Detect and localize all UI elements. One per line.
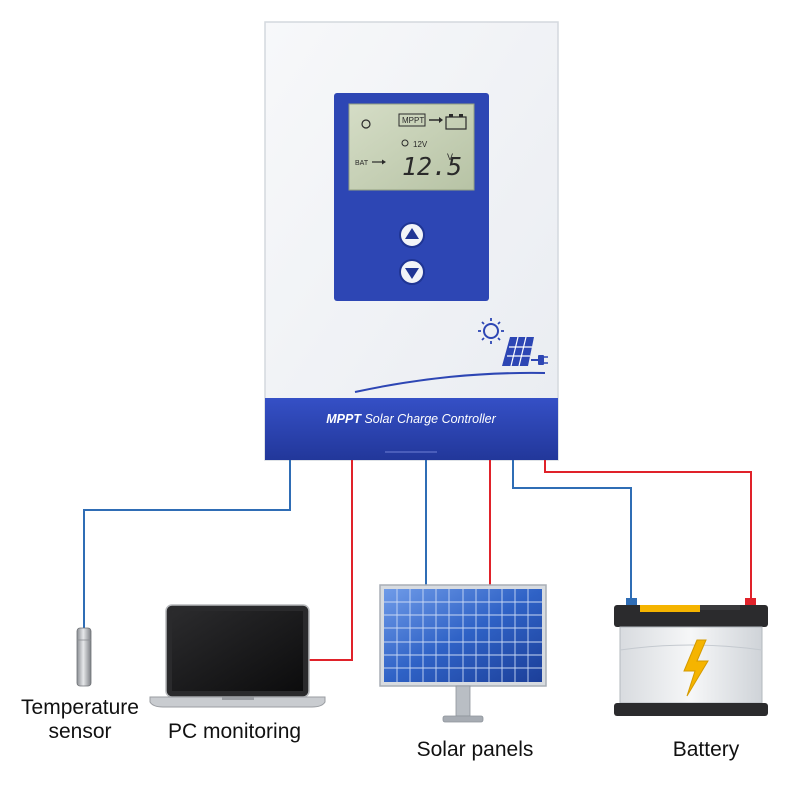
battery-icon <box>614 598 768 716</box>
label-temperature-sensor: Temperature sensor <box>21 696 139 743</box>
battery-positive-terminal <box>745 598 756 608</box>
lcd-unit: V <box>447 152 453 162</box>
lcd-system-voltage: 12V <box>413 140 428 149</box>
wire-pc <box>309 460 353 661</box>
wire-battery-negative <box>512 460 632 604</box>
down-button[interactable] <box>399 259 425 285</box>
lcd-mppt-label: MPPT <box>402 116 424 125</box>
lcd-bat-label: BAT <box>355 160 369 167</box>
solar-logo-icon <box>478 318 548 367</box>
lcd-voltage-reading: 12.5 <box>402 152 462 181</box>
decorative-swoosh <box>354 371 546 393</box>
wiring <box>83 460 752 661</box>
controller-title-band <box>265 398 558 460</box>
lcd-mppt-box <box>398 113 426 127</box>
label-pc-monitoring: PC monitoring <box>168 720 302 743</box>
label-battery: Battery <box>672 738 740 761</box>
lcd-load-icon <box>401 139 409 147</box>
solar-panel-icon <box>379 584 547 723</box>
lcd-arrow-head <box>439 117 443 123</box>
chevron-up-icon <box>405 228 419 239</box>
up-button[interactable] <box>399 222 425 248</box>
controller-title: MPPT Solar Charge Controller <box>326 412 496 426</box>
lcd-battery-icon <box>445 116 467 130</box>
temperature-sensor-probe <box>76 627 92 687</box>
label-solar-panels: Solar panels <box>416 738 534 761</box>
wire-temperature <box>83 460 291 630</box>
solar-cell-grid <box>384 589 542 682</box>
lcd-content: MPPT 12V BAT 12.5 V <box>355 113 467 181</box>
laptop-icon <box>149 604 326 708</box>
wire-battery-positive <box>544 460 752 604</box>
charge-controller: MPPT 12V BAT 12.5 V <box>264 21 559 461</box>
battery-negative-terminal <box>626 598 637 608</box>
lightning-bolt-icon <box>683 639 709 697</box>
chevron-down-icon <box>405 268 419 279</box>
lcd-day-icon <box>361 119 371 129</box>
lcd-screen <box>348 103 475 191</box>
